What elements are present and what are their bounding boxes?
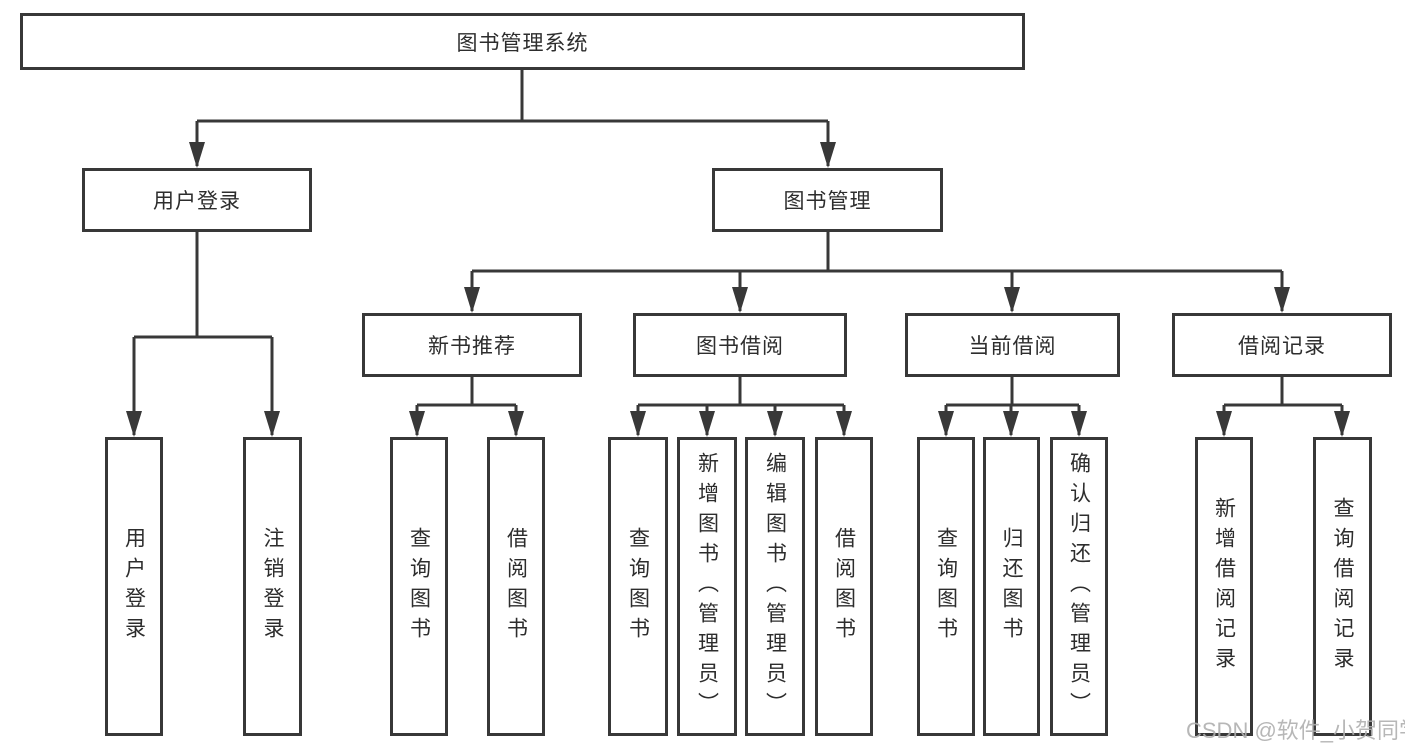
leaf-borrowing-edit-books-admin: 编辑图书（管理员） [745,437,805,736]
leaf-recommend-borrow-books: 借阅图书 [487,437,545,736]
node-new-book-recommend: 新书推荐 [362,313,582,377]
leaf-user-login: 用户登录 [105,437,163,736]
leaf-records-query-record-label: 查询借阅记录 [1331,496,1354,677]
leaf-records-add-record-label: 新增借阅记录 [1212,496,1236,677]
leaf-current-return-books: 归还图书 [983,437,1040,736]
leaf-current-confirm-return-admin-label: 确认归还（管理员） [1067,451,1091,722]
node-borrowing-records-label: 借阅记录 [1238,335,1326,358]
leaf-logout: 注销登录 [243,437,302,736]
leaf-recommend-query-books: 查询图书 [390,437,448,736]
node-root-label: 图书管理系统 [456,31,589,55]
leaf-borrowing-borrow-books-label: 借阅图书 [832,526,856,647]
node-user-login: 用户登录 [82,168,312,232]
leaf-current-confirm-return-admin: 确认归还（管理员） [1050,437,1108,736]
node-new-book-recommend-label: 新书推荐 [428,335,516,358]
node-current-borrowing-label: 当前借阅 [968,335,1057,358]
node-user-login-label: 用户登录 [153,190,241,213]
leaf-borrowing-edit-books-admin-label: 编辑图书（管理员） [763,451,787,722]
leaf-records-query-record: 查询借阅记录 [1313,437,1372,736]
leaf-current-query-books-label: 查询图书 [934,526,958,647]
node-book-borrowing: 图书借阅 [633,313,847,377]
leaf-borrowing-add-books-admin-label: 新增图书（管理员） [695,451,719,722]
leaf-borrowing-borrow-books: 借阅图书 [815,437,873,736]
leaf-borrowing-query-books-label: 查询图书 [626,526,650,647]
leaf-records-add-record: 新增借阅记录 [1195,437,1253,736]
node-current-borrowing: 当前借阅 [905,313,1120,377]
leaf-recommend-query-books-label: 查询图书 [407,526,431,647]
node-book-management: 图书管理 [712,168,943,232]
leaf-recommend-borrow-books-label: 借阅图书 [504,526,528,647]
node-root-system: 图书管理系统 [20,13,1025,70]
leaf-current-query-books: 查询图书 [917,437,975,736]
csdn-watermark: CSDN @软件_小贺同学 [1186,718,1405,743]
leaf-user-login-label: 用户登录 [122,526,146,647]
node-book-management-label: 图书管理 [783,190,872,213]
leaf-current-return-books-label: 归还图书 [1000,526,1023,647]
leaf-borrowing-query-books: 查询图书 [608,437,668,736]
node-borrowing-records: 借阅记录 [1172,313,1392,377]
node-book-borrowing-label: 图书借阅 [696,335,784,358]
leaf-logout-label: 注销登录 [261,526,284,647]
leaf-borrowing-add-books-admin: 新增图书（管理员） [677,437,737,736]
